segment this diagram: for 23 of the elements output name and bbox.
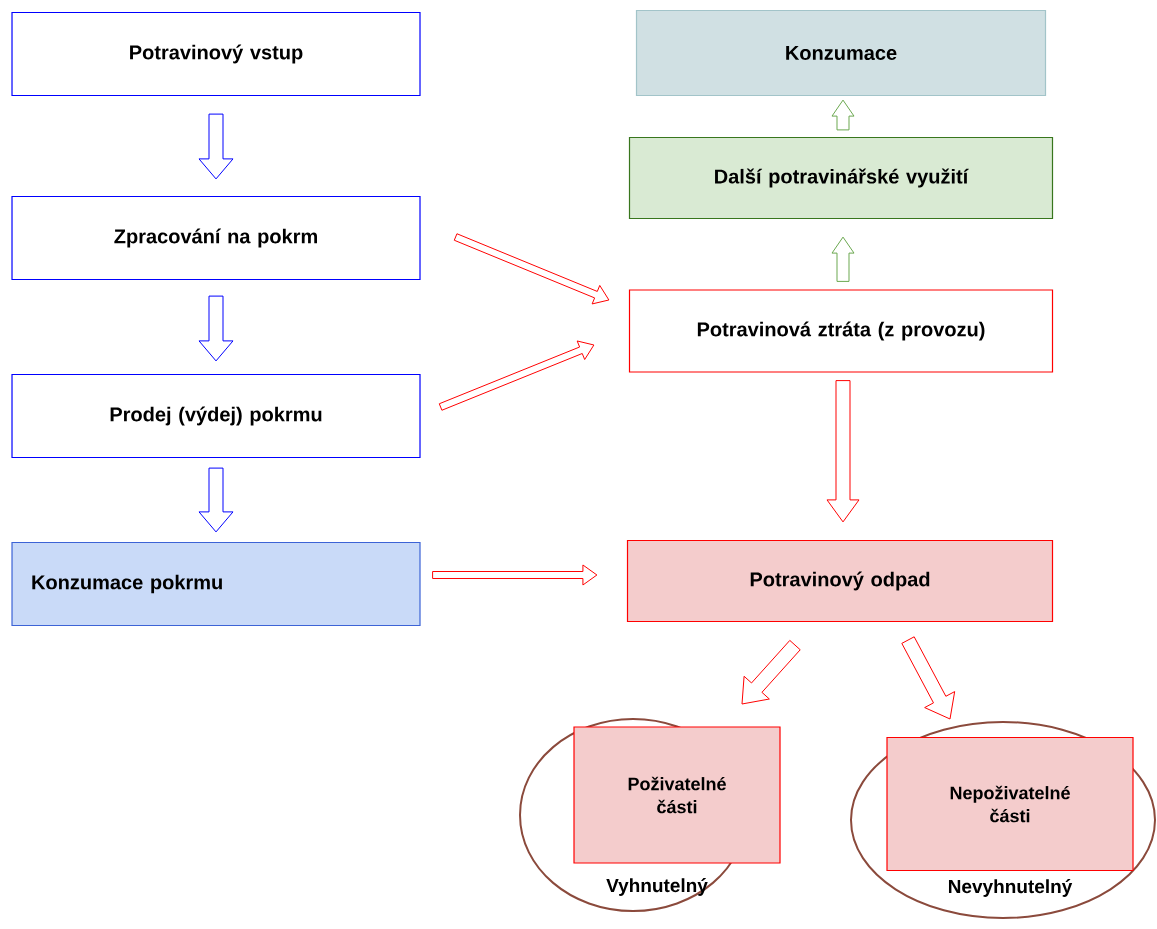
block-arrow	[901, 636, 956, 720]
process-box: Potravinový vstup	[11, 11, 421, 97]
process-box: Nepoživatelné části	[886, 736, 1134, 872]
ellipse-label: Nevyhnutelný	[949, 879, 1073, 897]
ellipse-label: Vyhnutelný	[606, 878, 708, 896]
process-box: Konzumace pokrmu	[11, 541, 421, 627]
block-arrow	[198, 113, 234, 180]
block-arrow	[453, 233, 610, 305]
block-arrow	[432, 564, 598, 586]
process-box: Konzumace	[635, 9, 1047, 97]
process-box: Zpracování na pokrm	[11, 195, 421, 281]
block-arrow	[198, 467, 234, 533]
block-arrow	[831, 99, 855, 131]
process-box: Poživatelné části	[573, 726, 781, 864]
block-arrow	[826, 380, 860, 523]
block-arrow	[741, 639, 801, 705]
block-arrow	[198, 295, 234, 362]
process-box: Potravinová ztráta (z provozu)	[628, 289, 1054, 373]
process-box: Prodej (výdej) pokrmu	[11, 373, 421, 459]
process-box: Další potravinářské využití	[628, 136, 1054, 220]
block-arrow	[438, 340, 595, 411]
block-arrow	[831, 236, 855, 282]
process-box: Potravinový odpad	[626, 539, 1054, 623]
